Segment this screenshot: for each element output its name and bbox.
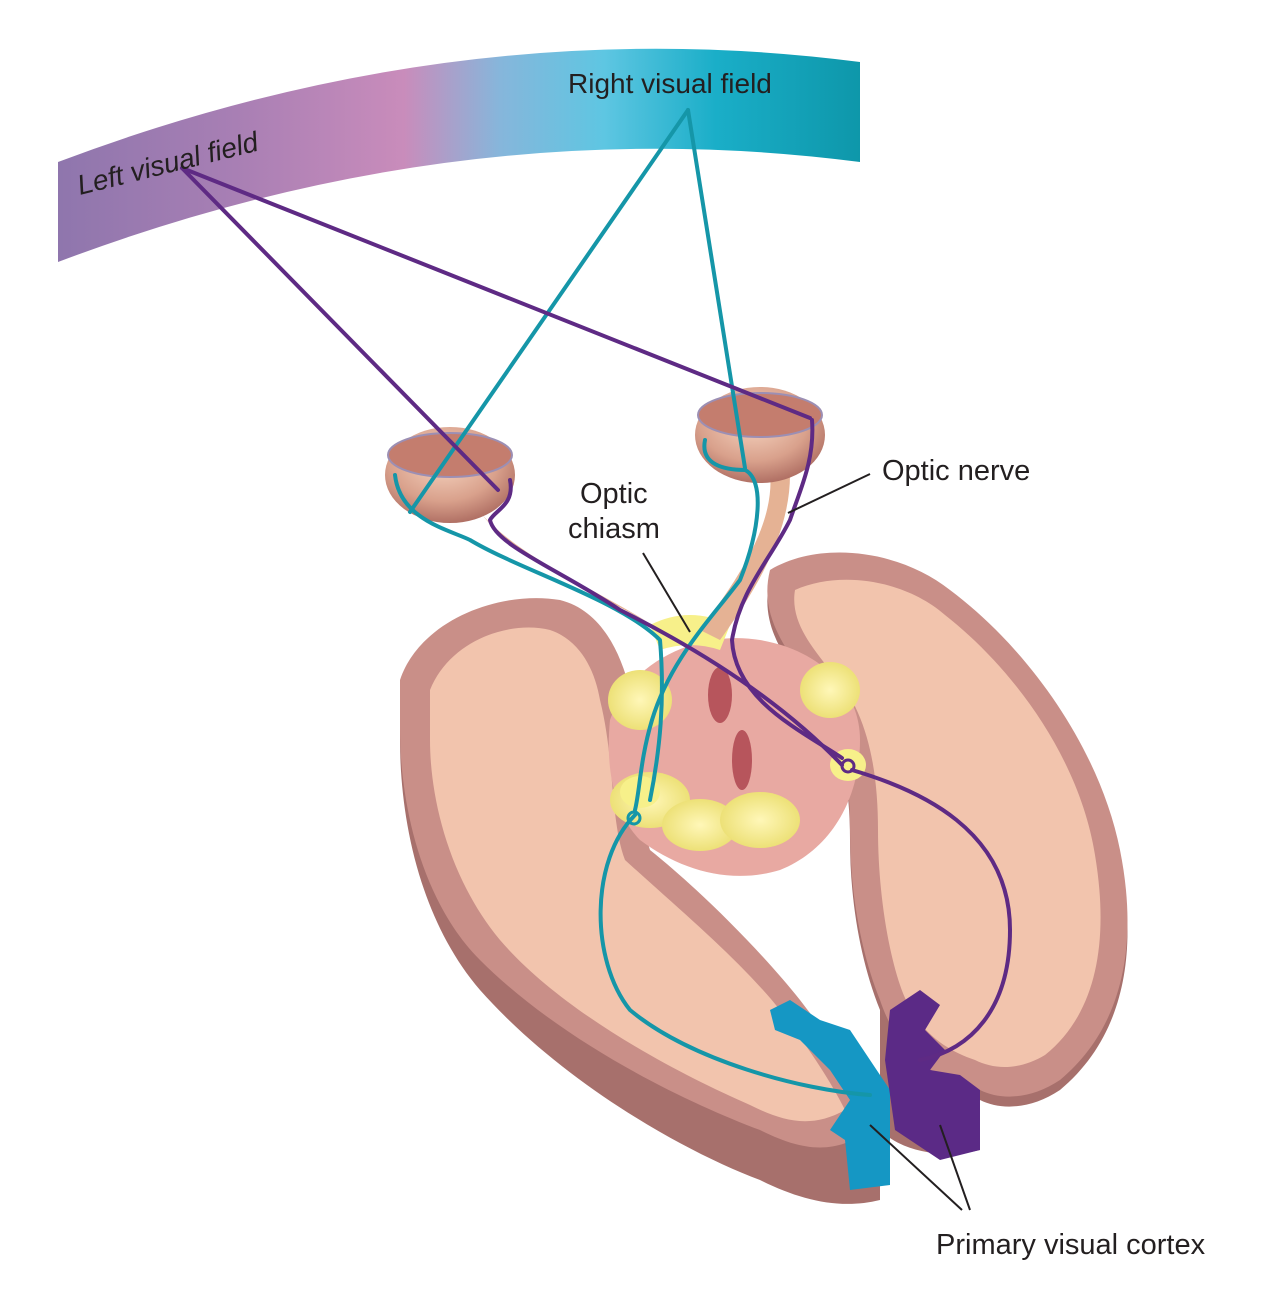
optic-chiasm-label-line1: Optic bbox=[580, 478, 648, 510]
left-hemisphere bbox=[400, 598, 880, 1204]
optic-nerve-label: Optic nerve bbox=[882, 455, 1030, 487]
right-optic-nerve bbox=[700, 470, 790, 640]
thalamus bbox=[608, 638, 866, 876]
leader-lines bbox=[642, 473, 971, 1211]
left-field-pathway bbox=[180, 166, 1012, 1062]
primary-visual-cortex-label: Primary visual cortex bbox=[936, 1229, 1206, 1261]
right-primary-visual-cortex bbox=[770, 1000, 890, 1190]
right-visual-field-label: Right visual field bbox=[568, 68, 772, 99]
lgn-synapse-markers bbox=[626, 758, 856, 826]
visual-field-arc bbox=[58, 48, 860, 263]
left-primary-visual-cortex bbox=[885, 990, 980, 1160]
optic-chiasm-label-line2: chiasm bbox=[568, 513, 660, 545]
